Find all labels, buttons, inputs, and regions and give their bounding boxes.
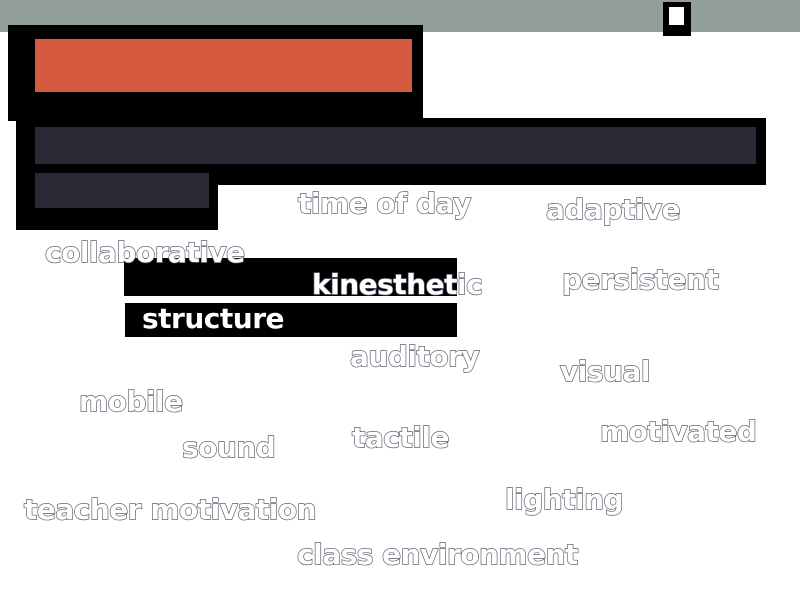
word-time-of-day: time of day [297,187,472,220]
title-placeholder [35,39,412,92]
word-collaborative: collaborative [44,236,246,269]
word-class-environment: class environment [296,538,579,571]
word-motivated: motivated [599,415,757,448]
word-teacher-motivation: teacher motivation [23,493,317,526]
word-visual: visual [559,355,651,388]
word-adaptive: adaptive [545,193,681,226]
word-structure: structure [142,302,285,335]
word-auditory: auditory [349,340,480,373]
subtitle-placeholder [35,127,756,164]
word-sound: sound [181,431,276,464]
square-icon [669,7,684,25]
word-mobile: mobile [78,385,184,418]
word-persistent: persistent [561,263,719,296]
highlight-bar [125,303,457,337]
subtitle-placeholder-lower [35,173,209,208]
word-tactile: tactile [351,421,450,454]
window-control-button[interactable] [663,2,691,36]
word-lighting: lighting [504,483,624,516]
highlight-bar [124,258,457,296]
word-kinesthetic: kinesthetic [311,268,483,301]
